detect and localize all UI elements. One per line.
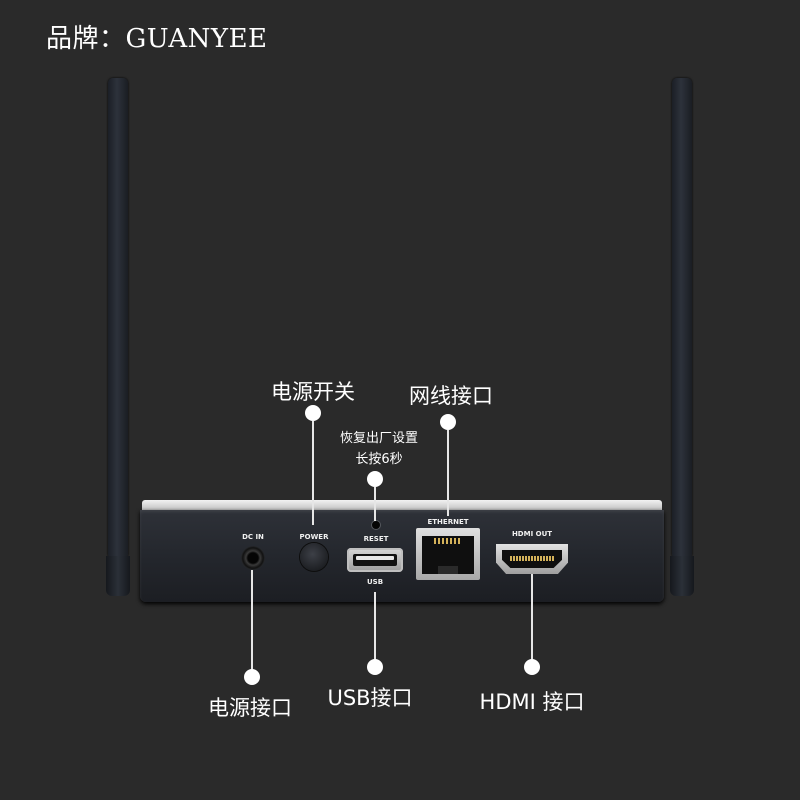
usb-label: USB bbox=[366, 578, 384, 586]
brand-title: 品牌：GUANYEE bbox=[46, 24, 268, 54]
network-port-leader bbox=[447, 430, 449, 516]
hdmi-port-callout: HDMI 接口 bbox=[479, 690, 585, 714]
usb-port-callout: USB接口 bbox=[327, 686, 413, 710]
right-antenna bbox=[672, 78, 692, 558]
hdmi-port-leader bbox=[531, 574, 533, 660]
usb-port-leader bbox=[374, 592, 376, 660]
reset-leader bbox=[374, 487, 376, 521]
ethernet-contacts bbox=[434, 538, 462, 544]
reset-dot bbox=[367, 471, 383, 487]
power-port-leader bbox=[251, 570, 253, 670]
power-switch-callout: 电源开关 bbox=[271, 380, 355, 404]
network-port-callout: 网线接口 bbox=[409, 384, 493, 408]
right-antenna-base bbox=[670, 556, 694, 596]
left-antenna-base bbox=[106, 556, 130, 596]
power-label: POWER bbox=[299, 533, 329, 541]
reset-note-line1: 恢复出厂设置 bbox=[339, 431, 419, 446]
power-switch-leader bbox=[312, 421, 314, 525]
reset-note-line2: 长按6秒 bbox=[355, 452, 403, 467]
power-port-callout: 电源接口 bbox=[208, 696, 292, 720]
dc-in-port bbox=[241, 546, 265, 570]
usb-port-dot bbox=[367, 659, 383, 675]
left-antenna bbox=[108, 78, 128, 558]
ethernet-latch bbox=[438, 566, 458, 574]
network-port-dot bbox=[440, 414, 456, 430]
power-button bbox=[300, 543, 328, 571]
reset-label: RESET bbox=[363, 535, 389, 543]
usb-port-tongue bbox=[356, 556, 394, 560]
power-switch-dot bbox=[305, 405, 321, 421]
power-port-dot bbox=[244, 669, 260, 685]
dc-in-label: DC IN bbox=[242, 533, 264, 541]
hdmi-port-dot bbox=[524, 659, 540, 675]
hdmi-pins bbox=[510, 556, 554, 561]
device-top-edge bbox=[142, 500, 662, 512]
reset-pinhole bbox=[372, 521, 380, 529]
hdmi-out-label: HDMI OUT bbox=[511, 530, 553, 538]
ethernet-label: ETHERNET bbox=[427, 518, 469, 526]
